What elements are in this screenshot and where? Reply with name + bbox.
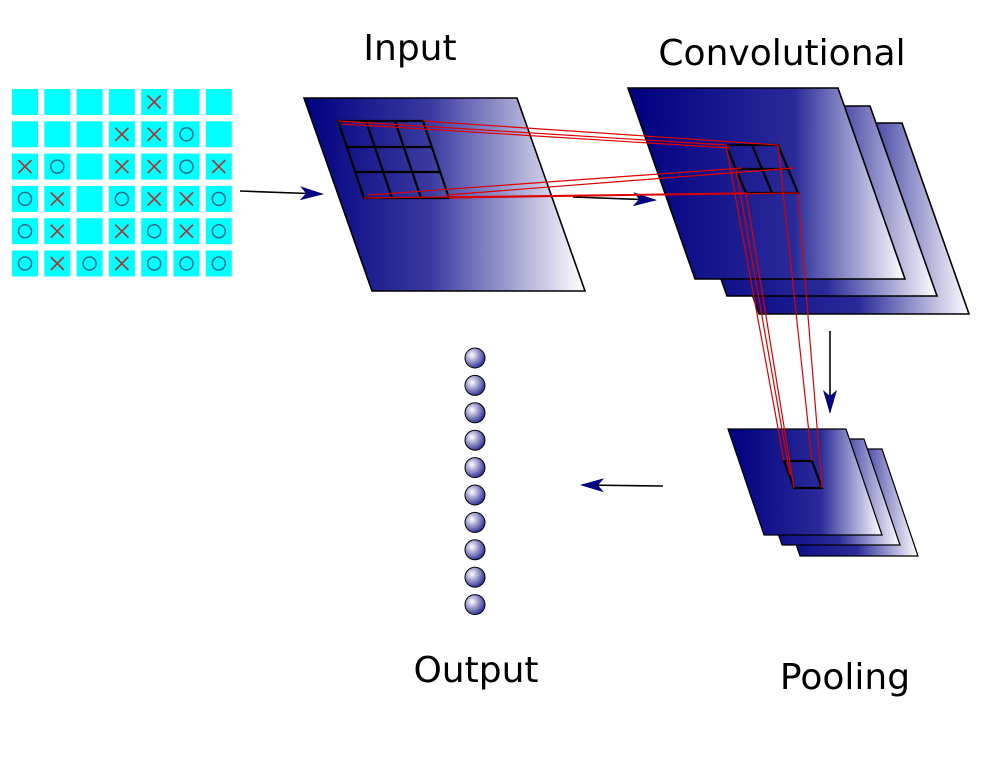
- o-mark: [179, 256, 194, 271]
- o-mark: [211, 256, 227, 271]
- board-cell: [141, 218, 168, 245]
- x-mark: [17, 159, 33, 174]
- board-cell: [205, 89, 232, 115]
- board-cell: [173, 89, 200, 115]
- o-mark: [17, 191, 33, 207]
- input-board-grid: [12, 89, 232, 277]
- output-node: [464, 457, 486, 479]
- board-cell: [76, 185, 103, 212]
- x-mark: [147, 94, 162, 110]
- x-mark: [114, 256, 129, 271]
- x-mark: [179, 191, 194, 206]
- o-mark: [179, 159, 194, 174]
- arrow-board-to-input: [239, 186, 324, 201]
- output-node: [464, 594, 486, 616]
- label-convolutional: Convolutional: [658, 33, 905, 74]
- x-mark: [50, 256, 65, 271]
- output-node: [464, 566, 486, 588]
- board-cell: [205, 218, 232, 245]
- input-layer: [302, 97, 587, 292]
- board-cell: [173, 121, 200, 148]
- board-cell: [76, 218, 103, 245]
- arrow-pooling-to-output: [580, 478, 664, 493]
- board-cell: [76, 89, 103, 115]
- x-mark: [114, 127, 129, 142]
- x-mark: [147, 127, 162, 142]
- label-output: Output: [413, 650, 538, 691]
- o-mark: [82, 256, 97, 271]
- board-cell: [108, 185, 135, 212]
- x-mark: [147, 191, 162, 206]
- board-cell: [44, 153, 71, 180]
- o-mark: [179, 127, 194, 142]
- label-pooling: Pooling: [780, 657, 910, 698]
- board-cell: [173, 153, 200, 180]
- board-cell: [44, 121, 71, 148]
- output-node: [464, 429, 486, 451]
- output-node: [464, 511, 486, 533]
- o-mark: [17, 223, 33, 239]
- o-mark: [146, 256, 162, 271]
- o-mark: [114, 191, 130, 207]
- board-cell: [205, 250, 232, 277]
- board-cell: [12, 218, 38, 245]
- x-mark: [147, 159, 162, 174]
- x-mark: [114, 224, 129, 239]
- board-cell: [76, 250, 103, 277]
- pooling-layer-stack: [727, 428, 919, 557]
- output-node: [464, 484, 486, 506]
- board-cell: [108, 89, 135, 115]
- board-cell: [205, 185, 232, 212]
- x-mark: [179, 224, 194, 239]
- x-mark: [211, 159, 226, 174]
- board-cell: [141, 250, 168, 277]
- o-mark: [211, 223, 227, 239]
- board-cell: [44, 89, 71, 115]
- output-node: [464, 539, 486, 561]
- board-cell: [12, 89, 38, 115]
- output-node: [464, 347, 486, 369]
- arrow-input-to-conv: [572, 192, 657, 207]
- x-mark: [50, 191, 65, 206]
- receptive-field-lines-conv-pooling: [725, 144, 823, 489]
- board-cell: [76, 121, 103, 148]
- board-cell: [173, 250, 200, 277]
- output-node: [464, 402, 486, 424]
- x-mark: [50, 224, 65, 239]
- output-node: [464, 374, 486, 396]
- o-mark: [211, 191, 227, 207]
- board-cell: [12, 185, 38, 212]
- board-cell: [205, 121, 232, 148]
- output-node-column: [464, 347, 486, 616]
- x-mark: [114, 159, 129, 174]
- board-cell: [12, 121, 38, 148]
- board-cell: [76, 153, 103, 180]
- board-cell: [12, 250, 38, 277]
- o-mark: [17, 256, 33, 271]
- label-input: Input: [363, 28, 456, 69]
- o-mark: [146, 223, 162, 239]
- o-mark: [50, 159, 65, 174]
